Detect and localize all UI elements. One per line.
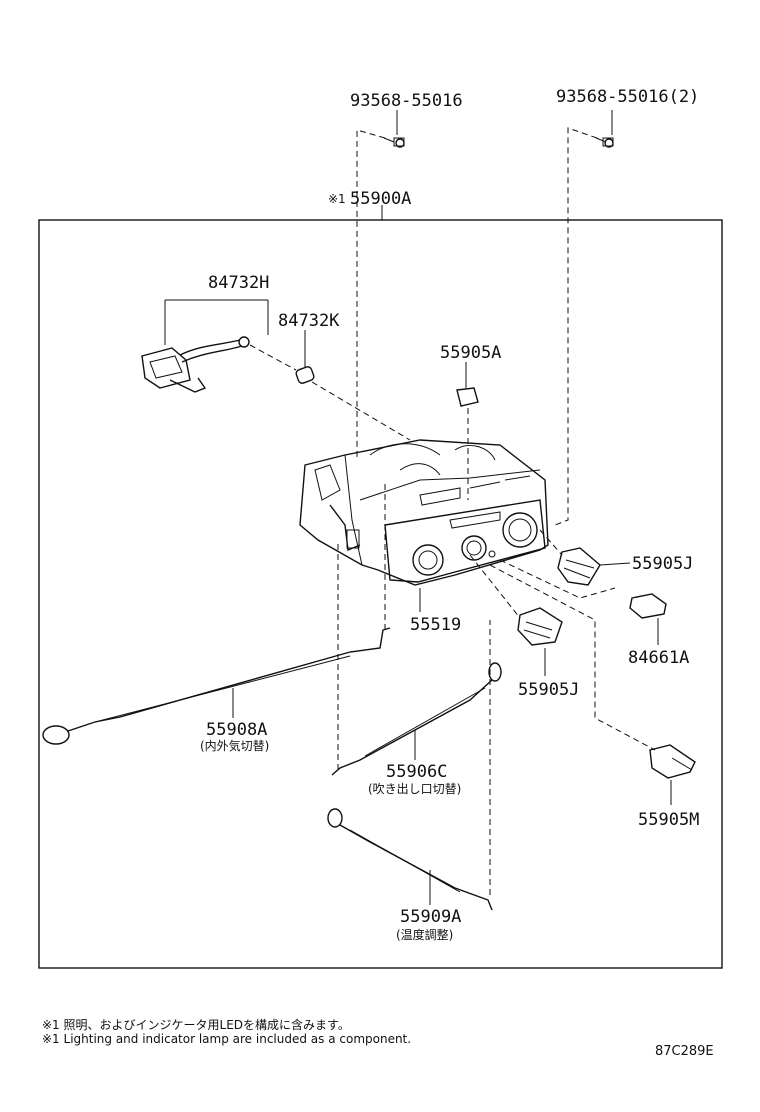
label-knob-j-right: 55905J [632,554,693,574]
knob-j-lower-dash [469,554,521,619]
label-screw-left: 93568-55016 [350,91,463,111]
label-knob-m: 55905M [638,810,699,830]
label-assembly-mark: ※1 [328,192,346,206]
label-screw-right: 93568-55016(2) [556,87,699,107]
control-housing-icon [299,439,549,586]
label-knob-cap: 55905A [440,343,501,363]
label-assembly: 55900A [350,189,411,209]
screw-right-icon [595,110,614,148]
bulb-dash [311,381,411,441]
screw-right-dash [554,127,598,526]
cable-9-icon [327,808,493,911]
lamp-icon [629,593,667,645]
label-panel: 55519 [410,615,461,635]
label-cable-c: 55906C [386,762,447,782]
bulb-icon [295,330,315,384]
harness-dash [249,344,297,371]
knob-m-icon [649,744,696,805]
footnote-japanese: ※1 照明、およびインジケータ用LEDを構成に含みます。 [42,1018,350,1032]
label-lamp: 84661A [628,648,689,668]
screw-left-dash [356,129,386,460]
footnote-english: ※1 Lighting and indicator lamp are inclu… [42,1032,412,1046]
label-cable-a: 55908A [206,720,267,740]
label-cable-c-note: (吹き出し口切替) [368,782,461,796]
label-bulb: 84732K [278,311,340,331]
label-cable-a-note: (内外気切替) [200,738,269,753]
screw-left-icon [383,110,405,148]
knob-j-lower-icon [517,607,563,676]
cable-c-icon [331,662,502,776]
label-harness: 84732H [208,273,269,293]
cable-a-icon [42,627,391,745]
label-cable-9: 55909A [400,907,461,927]
label-cable-9-note: (温度調整) [396,927,453,942]
knob-j-right-dash [539,529,563,556]
assembly-border [38,219,723,969]
label-knob-j-lower: 55905J [518,680,579,700]
knob-m-dash [489,564,656,751]
lamp-dash [499,559,616,599]
diagram-code: 87C289E [655,1044,714,1059]
knob-cap-icon [456,362,479,407]
harness-icon [141,299,269,393]
knob-j-right-icon [557,547,631,586]
